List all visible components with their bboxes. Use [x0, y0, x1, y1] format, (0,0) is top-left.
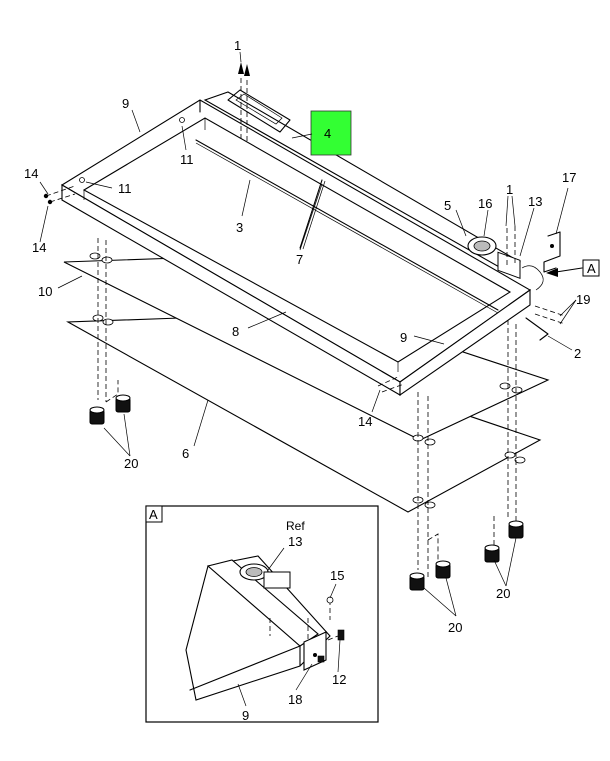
- frame-inner-opening: [82, 117, 512, 363]
- callout-9-detail: 9: [242, 708, 249, 723]
- callout-7: 7: [296, 252, 303, 267]
- screw-19-right: [534, 305, 566, 325]
- callout-3: 3: [236, 220, 243, 235]
- callout-12: 12: [332, 672, 346, 687]
- frame-right-face: [399, 288, 531, 397]
- foot-20: [484, 520, 524, 563]
- plate-hole: [504, 451, 516, 459]
- callout-10: 10: [38, 284, 52, 299]
- callout-9: 9: [400, 330, 407, 345]
- inner-bracket-7b: [302, 180, 326, 250]
- callout-15: 15: [330, 568, 344, 583]
- frame-hole-11: [179, 117, 185, 123]
- screw-1-top: [238, 62, 250, 142]
- wire-bracket: [521, 265, 544, 291]
- bracket-hole: [550, 244, 554, 248]
- callout-9: 9: [122, 96, 129, 111]
- inner-rod-3: [195, 139, 499, 311]
- plate-hole: [102, 318, 114, 326]
- screw-14-bottom: [377, 375, 405, 393]
- detail-view-a-label-box: [145, 505, 163, 523]
- plate-hole: [514, 456, 526, 464]
- sheet-hole: [424, 438, 436, 446]
- callout-8: 8: [232, 324, 239, 339]
- sheet-hole: [101, 256, 113, 264]
- leader-lines: [39, 51, 577, 707]
- callout-11: 11: [118, 181, 132, 196]
- callout-5: 5: [444, 198, 451, 213]
- callout-2: 2: [574, 346, 581, 361]
- middle-sheet: [63, 257, 550, 441]
- callout-1: 1: [234, 38, 241, 53]
- bottom-plate: [66, 317, 542, 513]
- callout-18: 18: [288, 692, 302, 707]
- arrow-to-view-a: [555, 267, 583, 273]
- plate-hole: [424, 501, 436, 509]
- detail-a-drawing: [185, 555, 345, 701]
- foot-20: [89, 394, 131, 425]
- callout-16: 16: [478, 196, 492, 211]
- detail-view-a-label: A: [149, 507, 158, 522]
- callout-14: 14: [358, 414, 372, 429]
- foot-guides: [97, 238, 517, 580]
- screw-14-left: [43, 185, 76, 205]
- inner-bracket-7: [299, 179, 323, 249]
- callout-1: 1: [506, 182, 513, 197]
- sheet-hole: [499, 382, 511, 390]
- view-a-tag: A: [587, 261, 596, 276]
- callout-20: 20: [448, 620, 462, 635]
- callout-20: 20: [124, 456, 138, 471]
- callout-13: 13: [528, 194, 542, 209]
- arrow-head: [546, 268, 558, 277]
- callout-13-detail: 13: [288, 534, 302, 549]
- blower-assembly: [467, 236, 521, 279]
- callout-4-highlight: [310, 110, 352, 156]
- view-a-tag-box: [582, 259, 600, 277]
- sheet-hole: [511, 386, 523, 394]
- inner-rod-3b: [195, 142, 499, 314]
- bracket-2: [525, 317, 549, 341]
- callout-14: 14: [32, 240, 46, 255]
- callout-19: 19: [576, 292, 590, 307]
- sheet-hole: [89, 252, 101, 260]
- rear-handle: [227, 89, 291, 133]
- screw-1-right: [506, 226, 516, 268]
- callout-4: 4: [324, 126, 331, 141]
- callout-6: 6: [182, 446, 189, 461]
- callout-14: 14: [24, 166, 38, 181]
- frame-hole-11: [79, 177, 85, 183]
- callout-20: 20: [496, 586, 510, 601]
- callout-11: 11: [180, 152, 194, 167]
- foot-20: [409, 560, 451, 591]
- callout-17: 17: [562, 170, 576, 185]
- bracket-17: [543, 231, 561, 273]
- ref-label: Ref: [286, 519, 305, 533]
